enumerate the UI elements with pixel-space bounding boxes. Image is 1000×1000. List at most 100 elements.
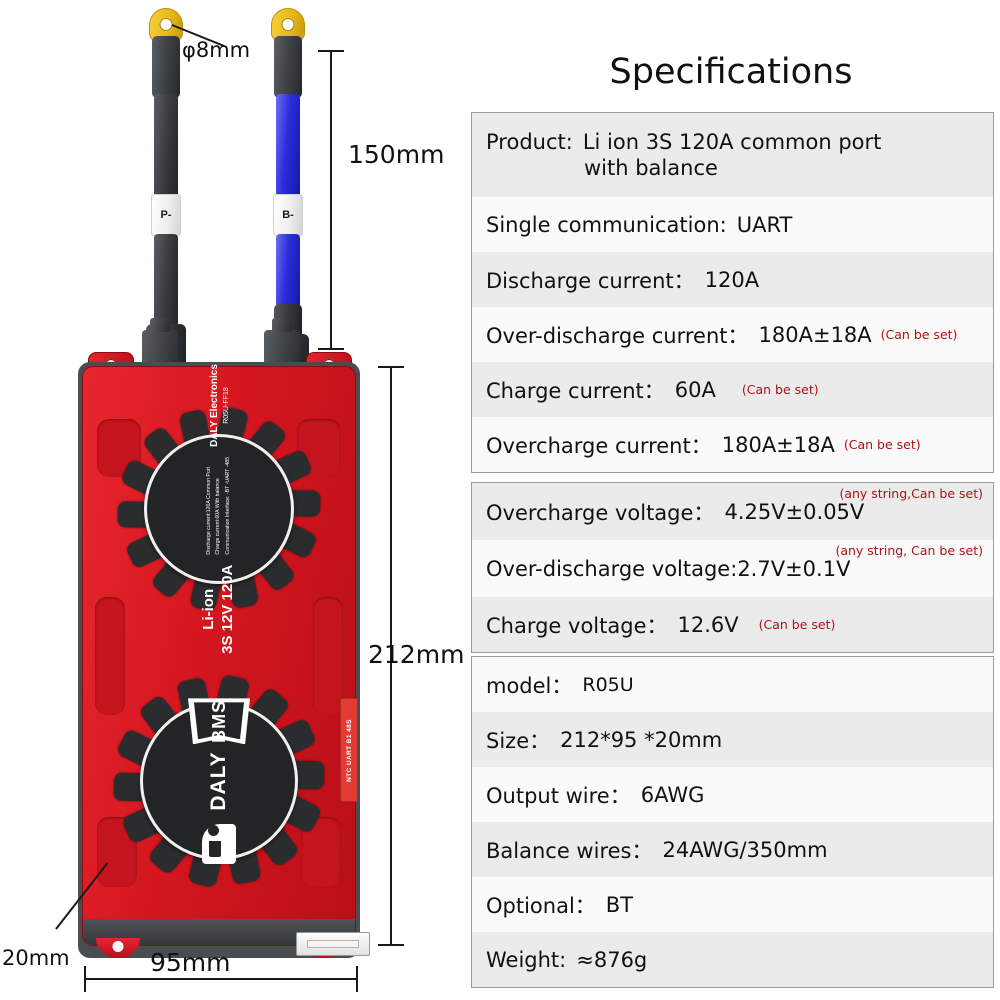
spec-value: Li ion 3S 120A common port	[582, 130, 882, 154]
board-width-line	[84, 978, 358, 980]
wire-label-tag: P-	[151, 194, 181, 236]
spec-value: ≈876g	[576, 947, 648, 972]
board-length-label: 212mm	[368, 640, 465, 669]
board-length-tick-bottom	[378, 944, 404, 946]
top-label-main: Li-ion 3S 12V 120A	[200, 565, 238, 654]
spec-row-charge-current: Charge current： 60A (Can be set)	[472, 362, 993, 417]
board-length-line	[390, 366, 392, 946]
specifications-panel: Specifications Product: Li ion 3S 120A c…	[462, 0, 1000, 1000]
spec-block-physical: model： R05U Size： 212*95 *20mm Output wi…	[471, 656, 994, 988]
spec-value: R05U	[582, 673, 634, 696]
spec-value-line2: with balance	[584, 156, 718, 180]
daly-bms-logo: DALY BMS	[169, 706, 269, 864]
mounting-foot-left	[96, 938, 140, 958]
spec-value: 180A±18A	[758, 322, 872, 347]
board-length-tick-top	[378, 366, 404, 368]
spec-label: Overcharge current：	[486, 433, 712, 458]
spec-note: (Can be set)	[843, 437, 921, 452]
fan-top-hub-label: Li-ion 3S 12V 120A Discharge current:120…	[144, 364, 294, 654]
wire-length-tick-top	[318, 50, 344, 52]
label-brand: DALY Electronics	[208, 364, 220, 447]
spec-label: Weight:	[486, 947, 567, 972]
negative-wire: P-	[136, 8, 196, 376]
side-sticker-text: NTC UART B1 48S	[345, 718, 353, 782]
top-label-content: Li-ion 3S 12V 120A Discharge current:120…	[144, 364, 294, 654]
spec-value: 212*95 *20mm	[560, 727, 723, 752]
spec-label: Product:	[486, 130, 573, 154]
spec-label: Optional：	[486, 893, 596, 918]
spec-label: Balance wires：	[486, 838, 653, 863]
spec-value: 24AWG/350mm	[662, 837, 828, 862]
wire-label-tag: B-	[273, 194, 303, 236]
daly-mark-notch	[209, 840, 221, 857]
product-row-line1: Product: Li ion 3S 120A common port	[486, 130, 881, 154]
spec-label: Output wire：	[486, 783, 631, 808]
label-spec-line-2: Charge current:60A With balance	[215, 478, 222, 555]
balance-connector	[296, 932, 370, 956]
positive-wire: B-	[258, 8, 318, 376]
spec-label: Charge current：	[486, 378, 665, 403]
hole-diameter-label: φ8mm	[182, 38, 251, 62]
wire-cable	[154, 94, 178, 198]
spec-label: Over-discharge current：	[486, 323, 749, 348]
spec-note: (any string,Can be set)	[839, 486, 983, 501]
wire-tag-text: P-	[160, 209, 172, 221]
spec-note: (Can be set)	[741, 382, 819, 397]
spec-row-discharge-current: Discharge current： 120A	[472, 252, 993, 307]
fan-top: Li-ion 3S 12V 120A Discharge current:120…	[110, 364, 328, 654]
label-model-code: R05U-FF18	[222, 387, 230, 424]
spec-value: 120A	[704, 267, 760, 292]
spec-block-general: Product: Li ion 3S 120A common port with…	[471, 112, 994, 473]
spec-row-optional: Optional： BT	[472, 877, 993, 932]
spec-value: 60A	[674, 377, 716, 402]
spec-row-over-discharge-current: Over-discharge current： 180A±18A (Can be…	[472, 307, 993, 362]
spec-value: 180A±18A	[721, 432, 835, 457]
spec-row-balance-wires: Balance wires： 24AWG/350mm	[472, 822, 993, 877]
wire-length-line	[330, 50, 332, 350]
wire-length-tick-bottom	[318, 348, 344, 350]
product-row-content: Product: Li ion 3S 120A common port with…	[486, 130, 881, 180]
wire-boot	[152, 36, 180, 98]
spec-row-product: Product: Li ion 3S 120A common port with…	[472, 113, 993, 197]
top-label-specs: Discharge current:120A Common Port Charg…	[206, 457, 231, 555]
spec-value: 4.25V±0.05V	[724, 499, 865, 524]
spec-label: Over-discharge voltage:	[486, 556, 738, 581]
board-width-tick-left	[84, 966, 86, 992]
label-chemistry: Li-ion	[200, 588, 218, 630]
spec-value: 2.7V±0.1V	[737, 556, 851, 581]
daly-wordmark: DALY	[207, 751, 230, 811]
spec-row-overcharge-current: Overcharge current： 180A±18A (Can be set…	[472, 417, 993, 472]
board-width-tick-right	[356, 966, 358, 992]
spec-row-communication: Single communication: UART	[472, 197, 993, 252]
product-illustration: P- B- φ8mm 150mm	[0, 0, 464, 1000]
fan-bottom: DALY BMS	[110, 672, 328, 890]
wire-cable-lower	[154, 234, 178, 330]
spec-label: model：	[486, 673, 573, 698]
spec-row-model: model： R05U	[472, 657, 993, 712]
board-thickness-label: 20mm	[2, 946, 70, 970]
board-ridge-left-mid	[95, 597, 125, 715]
spec-note: (any string, Can be set)	[835, 543, 983, 558]
spec-row-charge-voltage: Charge voltage： 12.6V (Can be set)	[472, 597, 993, 652]
label-rating: 3S 12V 120A	[219, 564, 236, 654]
spec-label: Charge voltage：	[486, 613, 668, 638]
board-ridge-right-mid	[313, 597, 343, 715]
spec-value: BT	[605, 892, 634, 917]
wire-length-label: 150mm	[348, 140, 445, 169]
fan-bottom-hub-label: DALY BMS	[140, 702, 298, 864]
label-spec-line-3: Communication Interface: -BT -UART -485	[224, 456, 231, 555]
top-label-brand: DALY Electronics R05U-FF18	[209, 364, 230, 447]
side-port-sticker: NTC UART B1 48S	[340, 698, 358, 802]
spec-row-over-discharge-voltage: (any string, Can be set) Over-discharge …	[472, 540, 993, 597]
spec-label: Single communication:	[486, 212, 727, 237]
label-spec-line-1: Discharge current:120A Common Port	[206, 467, 213, 555]
spec-row-output-wire: Output wire： 6AWG	[472, 767, 993, 822]
spec-block-voltage: (any string,Can be set) Overcharge volta…	[471, 482, 994, 653]
spec-label: Discharge current：	[486, 268, 695, 293]
specifications-title: Specifications	[609, 52, 853, 92]
wire-boot	[274, 36, 302, 98]
spec-value: UART	[736, 212, 793, 237]
spec-note: (Can be set)	[758, 617, 836, 632]
wire-cable	[276, 94, 300, 198]
